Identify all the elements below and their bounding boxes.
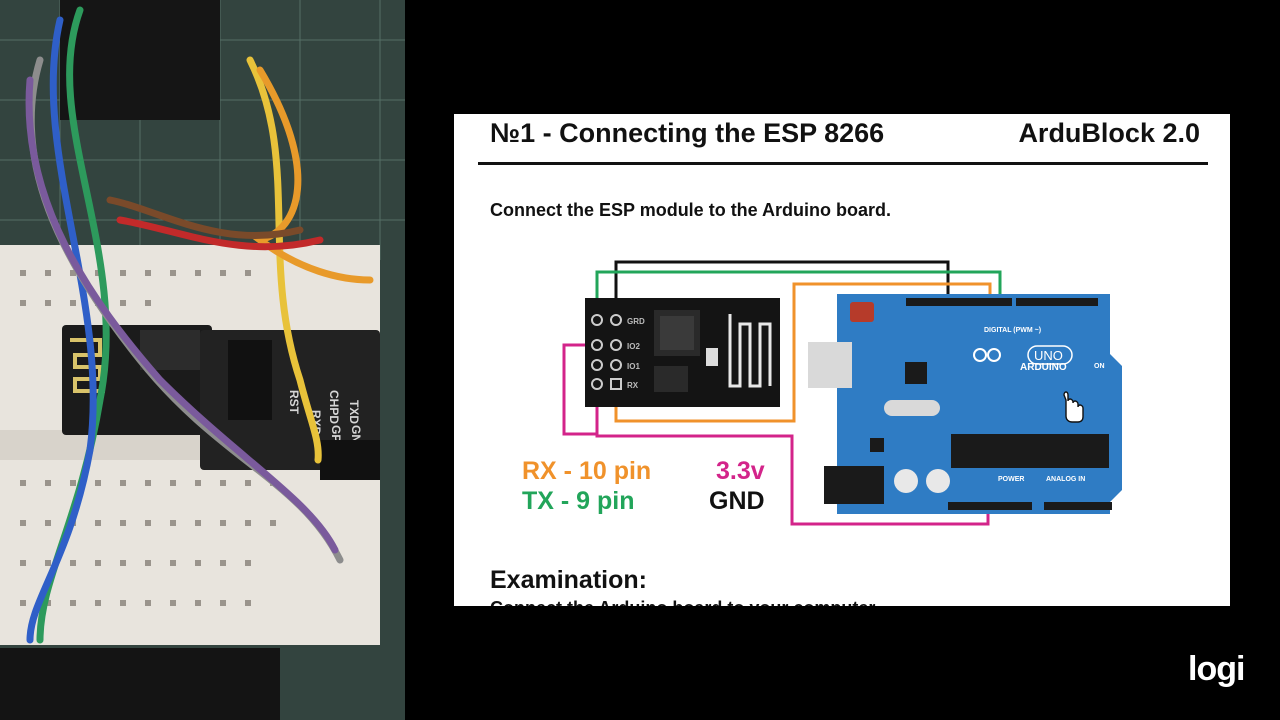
slide-title: №1 - Connecting the ESP 8266: [490, 118, 885, 148]
wiring-diagram: GRD IO2 IO1 RX ARDUINO UNO DIG: [562, 260, 1122, 526]
legend-tx: TX - 9 pin: [522, 487, 635, 515]
analog-label: ANALOG IN: [1046, 476, 1085, 483]
gnd-wire: [614, 260, 950, 310]
on-led-label: ON: [1094, 363, 1105, 370]
esp-pin-grd: GRD: [627, 317, 645, 326]
camera-view: TXD CHPD GP2 RXD GND RST: [0, 0, 405, 720]
esp-pin-rx: RX: [627, 381, 639, 390]
examination-heading: Examination:: [490, 566, 647, 594]
arduino-model: UNO: [1034, 348, 1063, 363]
infinity-logo-icon: [973, 348, 1001, 362]
hand-cursor-icon: [1063, 391, 1084, 423]
slide-instruction: Connect the ESP module to the Arduino bo…: [490, 200, 892, 220]
power-label: POWER: [998, 476, 1024, 483]
digital-pins-label: DIGITAL (PWM ~): [984, 327, 1041, 334]
arduino-uno-board: ARDUINO UNO DIGITAL (PWM ~) POWER ANALOG…: [808, 294, 1122, 514]
adapter-label-chpd: CHPD: [327, 390, 341, 424]
examination-text: Connect the Arduino board to your comput…: [490, 598, 879, 606]
v33-wire: [595, 384, 990, 526]
arduino-brand: ARDUINO: [1020, 362, 1067, 373]
legend-gnd: GND: [709, 487, 765, 515]
v33-wire-branch: [562, 343, 597, 436]
tx-wire: [595, 270, 1002, 320]
esp-pin-io1: IO1: [627, 362, 640, 371]
esp-pin-io2: IO2: [627, 342, 640, 351]
legend-rx: RX - 10 pin: [522, 457, 652, 485]
logitech-logo: logi: [1188, 650, 1245, 688]
title-divider: [478, 162, 1208, 165]
adapter-label-txd: TXD: [347, 400, 361, 424]
tutorial-slide: №1 - Connecting the ESP 8266 ArduBlock 2…: [454, 114, 1230, 606]
breadboard-photo: TXD CHPD GP2 RXD GND RST: [0, 0, 405, 720]
esp8266-module: GRD IO2 IO1 RX: [585, 298, 780, 407]
legend-3v3: 3.3v: [716, 457, 765, 485]
adapter-label-rst: RST: [287, 390, 301, 415]
rx-wire: [614, 282, 992, 423]
slide-brand: ArduBlock 2.0: [1018, 118, 1200, 148]
